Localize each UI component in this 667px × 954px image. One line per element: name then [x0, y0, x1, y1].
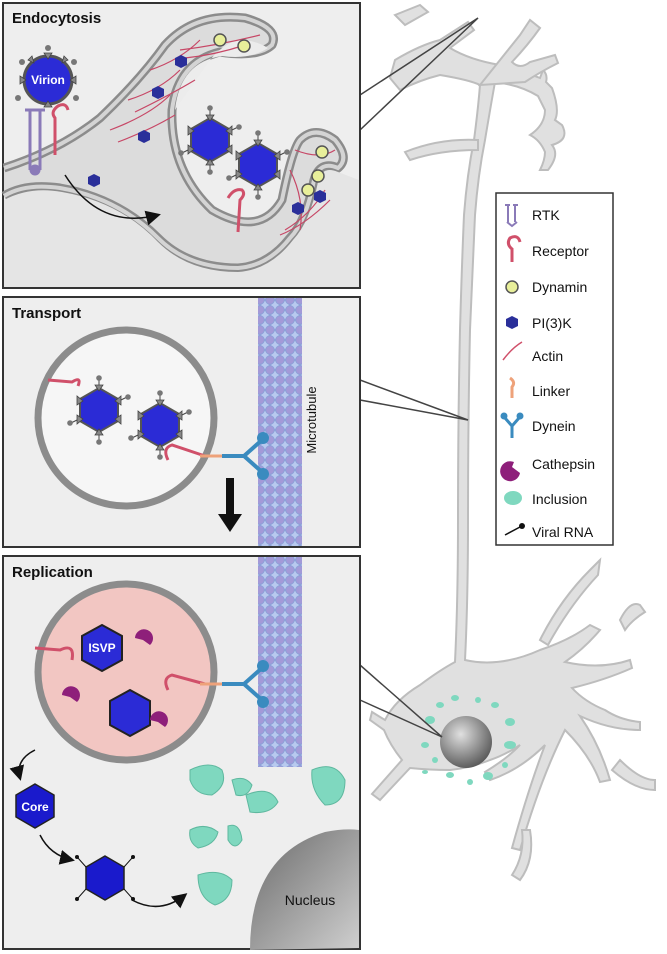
dynein-replication: [222, 660, 269, 708]
dynamin-icon: [505, 280, 519, 294]
cathepsin-icon: [500, 461, 520, 482]
rtk-icon: [505, 204, 518, 228]
nucleus: [250, 829, 359, 950]
receptor-icon: [506, 235, 522, 262]
virion-free: Virion: [15, 45, 79, 108]
panel-endocytosis: Virion Endocytosis: [1, 2, 361, 289]
microtubule-label: Microtubule: [304, 386, 319, 453]
legend-label-receptor: Receptor: [532, 243, 589, 259]
callout-lines: [359, 17, 479, 738]
legend-label-pi3k: PI(3)K: [532, 315, 572, 331]
linker-icon: [509, 376, 516, 398]
legend-label-viral-rna: Viral RNA: [532, 524, 594, 540]
neuron: [368, 3, 656, 882]
viral-rna-icon: [504, 523, 525, 536]
panel-replication: ISVP Core: [2, 555, 361, 950]
isvp-2: [109, 688, 151, 738]
down-arrow: [218, 478, 242, 532]
actin-icon: [502, 341, 523, 361]
nucleus-label: Nucleus: [285, 892, 336, 908]
lysosome: [34, 580, 218, 764]
legend-label-dynamin: Dynamin: [532, 279, 587, 295]
inclusions: [189, 764, 346, 906]
cathepsins: [62, 629, 168, 727]
legend-label-rtk: RTK: [532, 207, 560, 223]
replication-arrows: [9, 749, 188, 909]
neuron-inclusions: [421, 695, 516, 785]
entry-arrow: [64, 174, 161, 226]
legend-label-actin: Actin: [532, 348, 563, 364]
legend-label-dynein: Dynein: [532, 418, 576, 434]
dynein-transport: [222, 432, 269, 480]
receptor-on-membrane: [51, 103, 70, 155]
isvp: ISVP: [81, 623, 123, 673]
legend-label-inclusion: Inclusion: [532, 491, 587, 507]
pi3k-icon: [506, 316, 518, 329]
microtubule-transport: [258, 298, 302, 546]
isvp-label: ISVP: [88, 641, 115, 655]
virion-label: Virion: [31, 73, 65, 87]
panel-title-endocytosis: Endocytosis: [12, 10, 101, 27]
dynein-icon: [500, 412, 524, 438]
core-label: Core: [21, 800, 49, 814]
dynamin-dots: [213, 33, 329, 197]
inclusion-icon: [504, 491, 522, 505]
neuron-nucleus: [440, 716, 492, 768]
endosome: [34, 326, 218, 510]
legend-label-cathepsin: Cathepsin: [532, 456, 595, 472]
panel-title-replication: Replication: [12, 564, 93, 581]
legend: RTK Receptor Dynamin PI(3)K Actin Linker…: [495, 192, 614, 546]
pi3k-markers: [88, 55, 326, 215]
core: Core: [15, 783, 55, 829]
rtk-on-membrane: [25, 108, 45, 176]
legend-label-linker: Linker: [532, 383, 570, 399]
panel-transport: Microtubule Transport: [2, 296, 361, 548]
panel-title-transport: Transport: [12, 305, 81, 322]
core-with-rna: [75, 855, 135, 901]
